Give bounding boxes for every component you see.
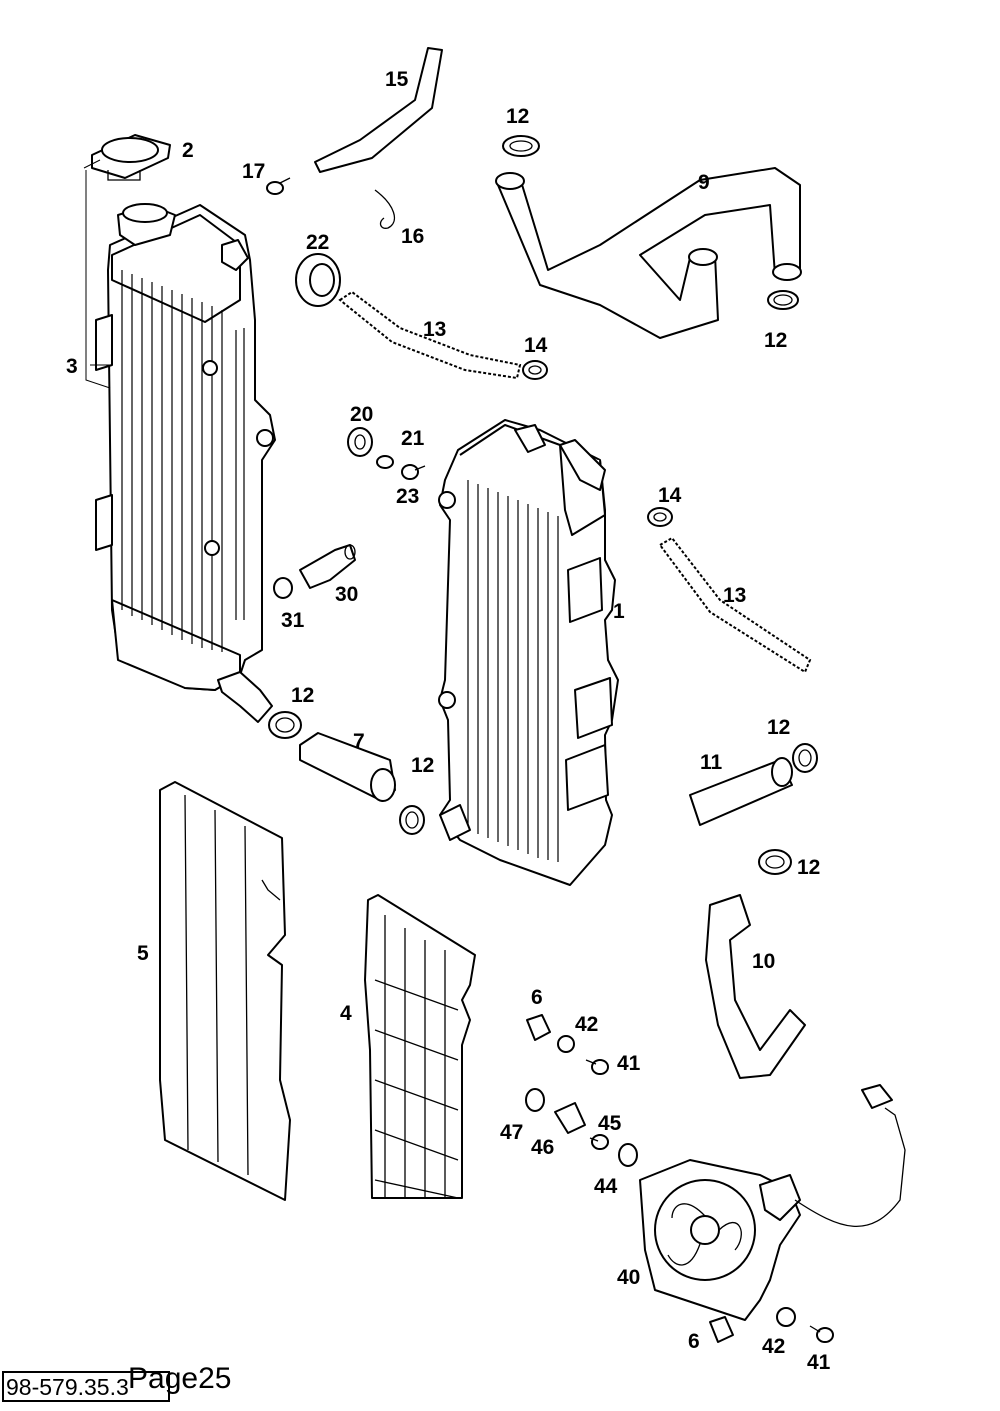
callout-6-lower: 6 xyxy=(688,1330,700,1353)
radiator-spoiler-outer xyxy=(159,781,291,1201)
washer-42-upper xyxy=(557,1035,575,1053)
callout-7: 7 xyxy=(353,730,365,753)
callout-21: 21 xyxy=(401,427,425,450)
braided-hose-lower xyxy=(658,536,812,674)
callout-31: 31 xyxy=(281,609,305,632)
radiator-spoiler-inner xyxy=(364,894,476,1199)
callout-40: 40 xyxy=(617,1266,640,1289)
page-label: Page25 xyxy=(128,1362,232,1395)
clamp-small-upper xyxy=(522,360,548,380)
callout-44: 44 xyxy=(594,1175,618,1198)
washer-47 xyxy=(525,1088,545,1112)
callout-labels: 1 2 3 4 5 6 6 7 9 10 11 12 12 12 12 12 1… xyxy=(66,68,831,1374)
left-radiator xyxy=(95,203,276,723)
screw-41-lower xyxy=(809,1325,834,1343)
callout-46: 46 xyxy=(531,1136,554,1159)
callout-3: 3 xyxy=(66,355,78,378)
callout-12-e: 12 xyxy=(767,716,790,739)
callout-42-lower: 42 xyxy=(762,1335,785,1358)
screw-45 xyxy=(589,1134,609,1150)
callout-13-b: 13 xyxy=(723,584,746,607)
callout-2: 2 xyxy=(182,139,194,162)
callout-16: 16 xyxy=(401,225,424,248)
right-radiator xyxy=(438,419,619,886)
callout-23: 23 xyxy=(396,485,419,508)
callout-22: 22 xyxy=(306,231,329,254)
radiator-cap xyxy=(91,134,171,181)
callout-14-a: 14 xyxy=(524,334,548,357)
callout-12-a: 12 xyxy=(506,105,529,128)
small-screw xyxy=(266,177,291,195)
cooling-fan xyxy=(639,1084,906,1321)
bushing-44 xyxy=(618,1143,638,1167)
callout-47: 47 xyxy=(500,1121,523,1144)
hose-bent-10 xyxy=(705,894,806,1079)
bolt-23 xyxy=(401,464,426,480)
filler-seal xyxy=(295,253,341,307)
leader-lines xyxy=(83,159,111,389)
callout-13-a: 13 xyxy=(423,318,446,341)
temperature-switch xyxy=(299,544,356,589)
washer-42-lower xyxy=(776,1307,796,1327)
clamp-2 xyxy=(767,290,799,310)
nut-6-lower xyxy=(709,1316,734,1343)
washer-21 xyxy=(376,455,394,469)
callout-12-f: 12 xyxy=(797,856,820,879)
clamp-1 xyxy=(502,135,540,157)
callout-14-b: 14 xyxy=(658,484,682,507)
callout-15: 15 xyxy=(385,68,409,91)
nut-6-upper xyxy=(526,1014,551,1041)
hose-clip xyxy=(374,189,396,229)
callout-42-upper: 42 xyxy=(575,1013,598,1036)
callout-45: 45 xyxy=(598,1112,622,1135)
callout-9: 9 xyxy=(698,171,710,194)
callout-41-lower: 41 xyxy=(807,1351,831,1374)
hose-straight-11 xyxy=(689,757,793,826)
callout-12-c: 12 xyxy=(291,684,314,707)
callout-10: 10 xyxy=(752,950,775,973)
hose-overflow xyxy=(314,47,443,173)
callout-20: 20 xyxy=(350,403,373,426)
rubber-grommet xyxy=(347,427,373,457)
braided-hose-upper xyxy=(338,290,522,380)
clamp-6 xyxy=(758,849,792,875)
clamp-4 xyxy=(399,805,425,835)
callout-12-d: 12 xyxy=(411,754,434,777)
sealing-washer xyxy=(273,577,293,599)
hose-y xyxy=(495,167,802,339)
reference-code: 98-579.35.3 xyxy=(6,1374,129,1400)
callout-12-b: 12 xyxy=(764,329,787,352)
callout-1: 1 xyxy=(613,600,625,623)
callout-6-upper: 6 xyxy=(531,986,543,1009)
hose-straight-7 xyxy=(299,732,396,802)
callout-5: 5 xyxy=(137,942,149,965)
clamp-3 xyxy=(268,711,302,739)
screw-41-upper xyxy=(585,1059,609,1075)
callout-11: 11 xyxy=(700,751,723,774)
clamp-5 xyxy=(792,743,818,773)
reference-code-box xyxy=(2,1371,170,1402)
callout-17: 17 xyxy=(242,160,265,183)
clamp-small-lower xyxy=(647,507,673,527)
callout-41-upper: 41 xyxy=(617,1052,641,1075)
callout-4: 4 xyxy=(340,1002,352,1025)
spacer-46 xyxy=(554,1102,586,1134)
callout-30: 30 xyxy=(335,583,358,606)
